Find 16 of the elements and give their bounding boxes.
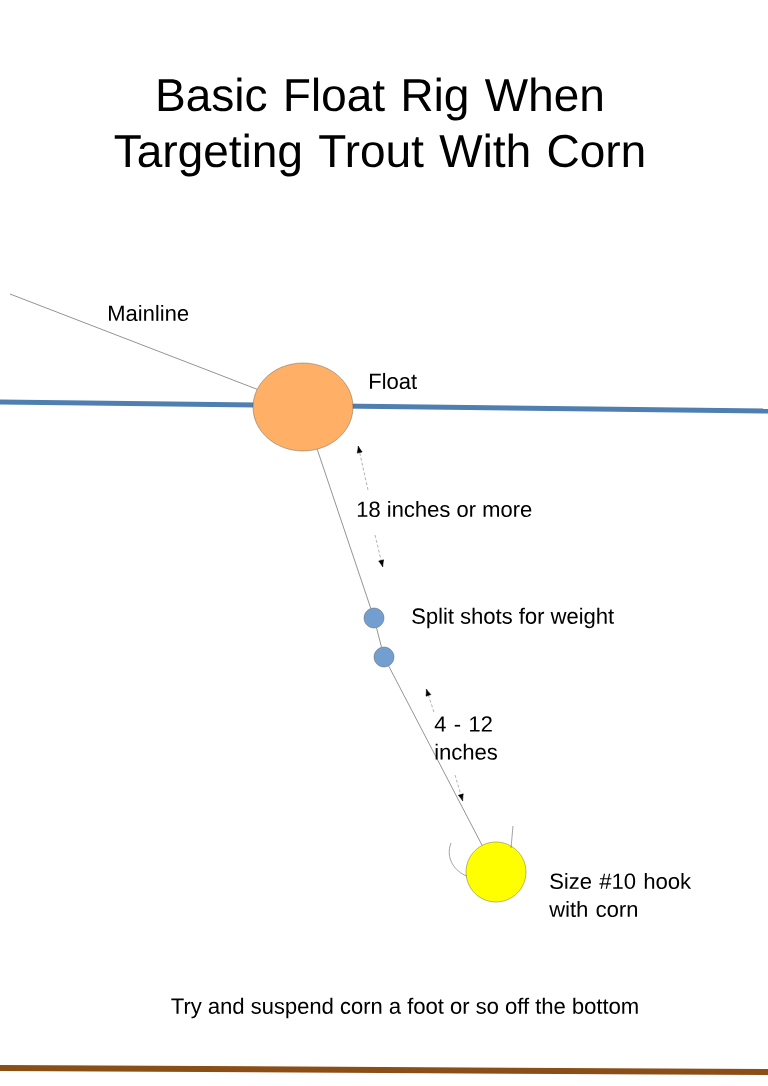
dimension-label: 4 - 12 inches	[434, 716, 497, 760]
fishing-line	[376, 627, 382, 648]
part-label: Float	[370, 372, 417, 390]
float-drawing	[252, 362, 354, 452]
title: Basic Float Rig When Targeting Trout With Corn	[114, 77, 644, 177]
corn-bait	[465, 841, 527, 903]
part-label: Size #10 hook with corn	[549, 872, 692, 918]
fishing-line	[9, 293, 258, 390]
note: Try and suspend corn a foot or so off the bottom	[171, 997, 638, 1019]
split-shot	[373, 646, 395, 668]
fishing-line	[316, 449, 372, 609]
line-label: Mainline	[109, 304, 189, 322]
part-label: Split shots for weight	[412, 607, 614, 629]
dimension-label: 18 inches or more	[357, 500, 532, 518]
split-shot	[363, 607, 385, 629]
fishing-line	[388, 665, 483, 846]
